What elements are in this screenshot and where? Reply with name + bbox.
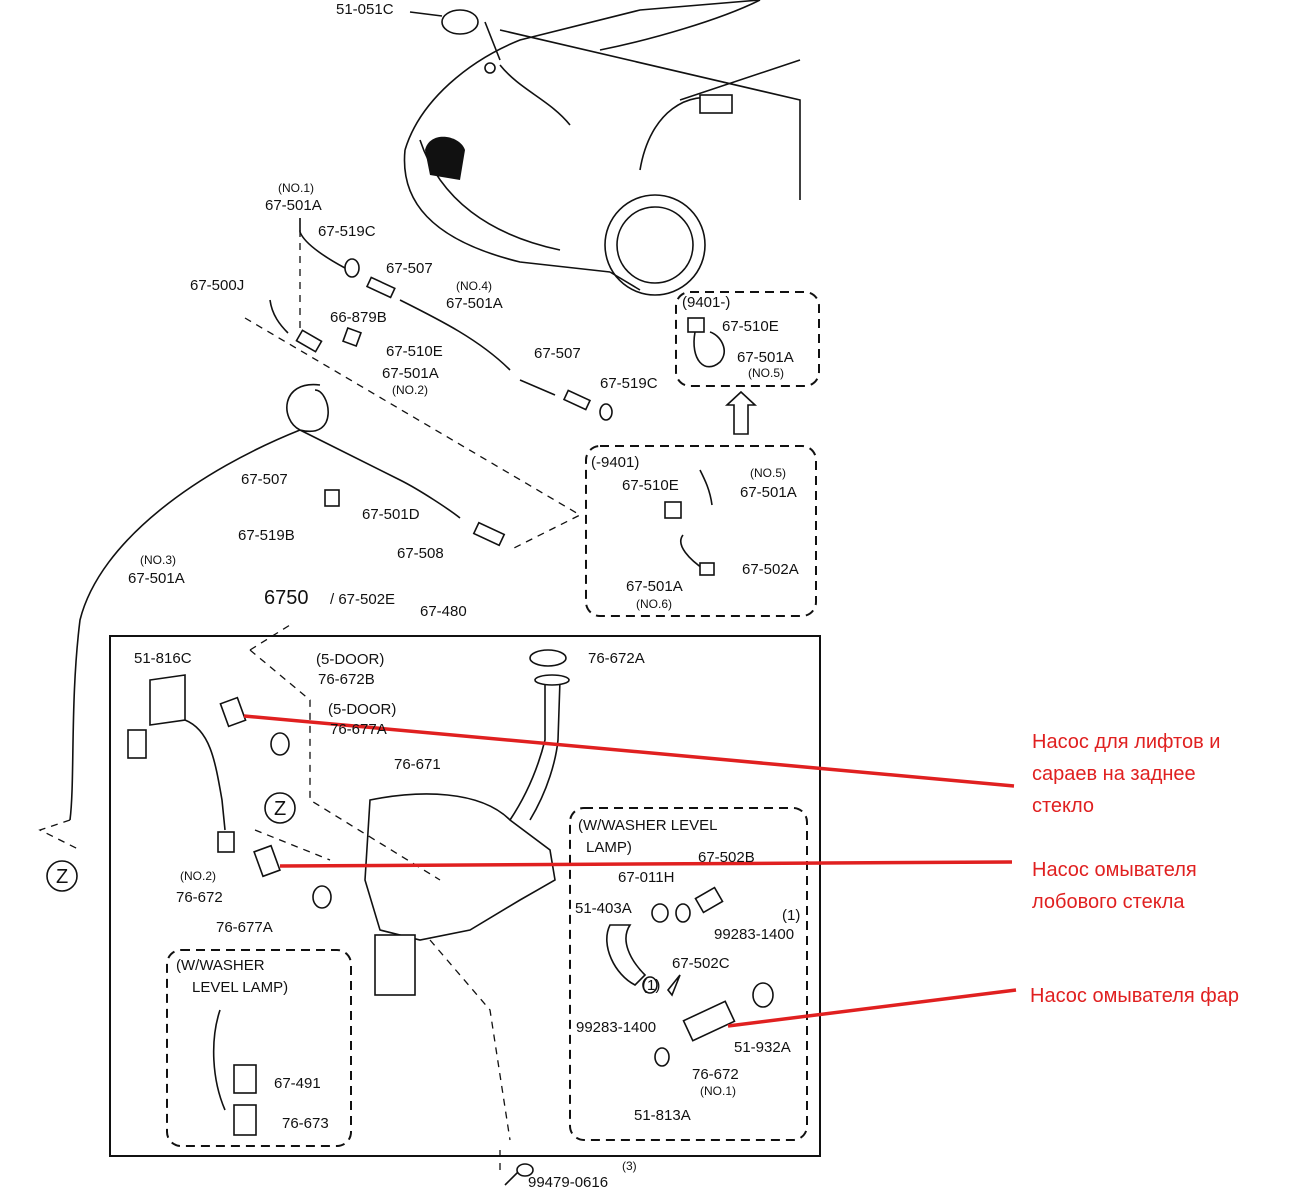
part-label: 67-501A	[128, 570, 185, 587]
pointer-line-headlamp-washer-pump	[727, 988, 1017, 1028]
part-label: 76-672	[692, 1066, 739, 1083]
part-labels: 51-051C (NO.1) 67-501A 67-519C 67-507 67-500J…	[56, 1, 800, 1191]
part-label: 67-501D	[362, 506, 420, 523]
part-label: 67-507	[534, 345, 581, 362]
part-label: Z	[274, 798, 286, 820]
part-label: 67-500J	[190, 277, 244, 294]
part-label: (5-DOOR)	[328, 701, 396, 718]
part-label: 51-813A	[634, 1107, 691, 1124]
part-label: (-9401)	[591, 454, 639, 471]
part-label: 99283-1400	[714, 926, 794, 943]
part-label: (W/WASHER	[176, 957, 265, 974]
part-label: 67-510E	[722, 318, 779, 335]
hose-assembly	[38, 218, 758, 851]
part-label: (NO.5)	[748, 366, 784, 380]
part-label: 76-671	[394, 756, 441, 773]
part-label: (NO.3)	[140, 553, 176, 567]
part-label: 51-932A	[734, 1039, 791, 1056]
part-label: 67-501A	[265, 197, 322, 214]
part-label: 67-011H	[618, 869, 674, 886]
part-label: (1)	[782, 907, 800, 924]
part-label: 76-673	[282, 1115, 329, 1132]
pointer-line-rear-washer-pump	[243, 714, 1015, 788]
part-label: Z	[56, 866, 68, 888]
washer-tank	[46, 624, 774, 1186]
part-label: 76-677A	[216, 919, 273, 936]
box-washer-level-lamp-right	[569, 807, 808, 1141]
main-tank-box	[109, 635, 821, 1157]
part-label: 99283-1400	[576, 1019, 656, 1036]
part-label: (9401-)	[682, 294, 730, 311]
part-label: 67-510E	[622, 477, 679, 494]
part-label: 67-501A	[626, 578, 683, 595]
part-label: 67-507	[386, 260, 433, 277]
part-label: 99479-0616	[528, 1174, 608, 1191]
part-label: 67-508	[397, 545, 444, 562]
part-label: (NO.2)	[392, 383, 428, 397]
part-label: (NO.2)	[180, 869, 216, 883]
part-label: 67-501A	[382, 365, 439, 382]
annotation-rear-washer-pump: Насос для лифтов и	[1032, 731, 1220, 753]
part-label: 67-519B	[238, 527, 295, 544]
part-label: 67-510E	[386, 343, 443, 360]
annotation-rear-washer-pump: стекло	[1032, 795, 1094, 817]
part-label: 67-502B	[698, 849, 755, 866]
part-label: (5-DOOR)	[316, 651, 384, 668]
part-label: 67-519C	[318, 223, 376, 240]
part-label: 67-502C	[672, 955, 730, 972]
part-label: (W/WASHER LEVEL	[578, 817, 717, 834]
part-label: 67-501A	[740, 484, 797, 501]
part-label: (NO.5)	[750, 466, 786, 480]
part-label: (1)	[642, 977, 660, 994]
part-label: 51-816C	[134, 650, 192, 667]
part-label: (NO.1)	[700, 1084, 736, 1098]
part-label: 67-501A	[737, 349, 794, 366]
part-label: 67-507	[241, 471, 288, 488]
part-label: / 67-502E	[330, 591, 395, 608]
annotation-windshield-washer-pump: лобового стекла	[1032, 891, 1185, 913]
box-9401-later	[675, 291, 820, 387]
box-9401-earlier	[585, 445, 817, 617]
annotations: Насос для лифтов и сараев на заднее стекло…	[1030, 731, 1239, 1007]
part-label: 6750	[264, 587, 309, 609]
part-label: 76-672B	[318, 671, 375, 688]
part-label: (NO.6)	[636, 597, 672, 611]
part-label: 67-480	[420, 603, 467, 620]
part-label: 76-672A	[588, 650, 645, 667]
annotation-windshield-washer-pump: Насос омывателя	[1032, 859, 1197, 881]
part-label: 67-519C	[600, 375, 658, 392]
part-label: 51-403A	[575, 900, 632, 917]
part-label: 67-502A	[742, 561, 799, 578]
part-label: (3)	[622, 1159, 637, 1173]
part-label: 66-879B	[330, 309, 387, 326]
car-illustration	[403, 0, 801, 296]
part-label: 76-677A	[330, 721, 387, 738]
annotation-rear-washer-pump: сараев на заднее	[1032, 763, 1196, 785]
annotation-headlamp-washer-pump: Насос омывателя фар	[1030, 985, 1239, 1007]
part-label: 51-051C	[336, 1, 394, 18]
part-label: 67-491	[274, 1075, 321, 1092]
part-label: (NO.1)	[278, 181, 314, 195]
part-label: 76-672	[176, 889, 223, 906]
part-label: 67-501A	[446, 295, 503, 312]
box-washer-level-lamp-left	[166, 949, 352, 1147]
part-label: LEVEL LAMP)	[192, 979, 288, 996]
pointer-line-windshield-washer-pump	[279, 860, 1013, 868]
part-label: (NO.4)	[456, 279, 492, 293]
part-label: LAMP)	[586, 839, 632, 856]
